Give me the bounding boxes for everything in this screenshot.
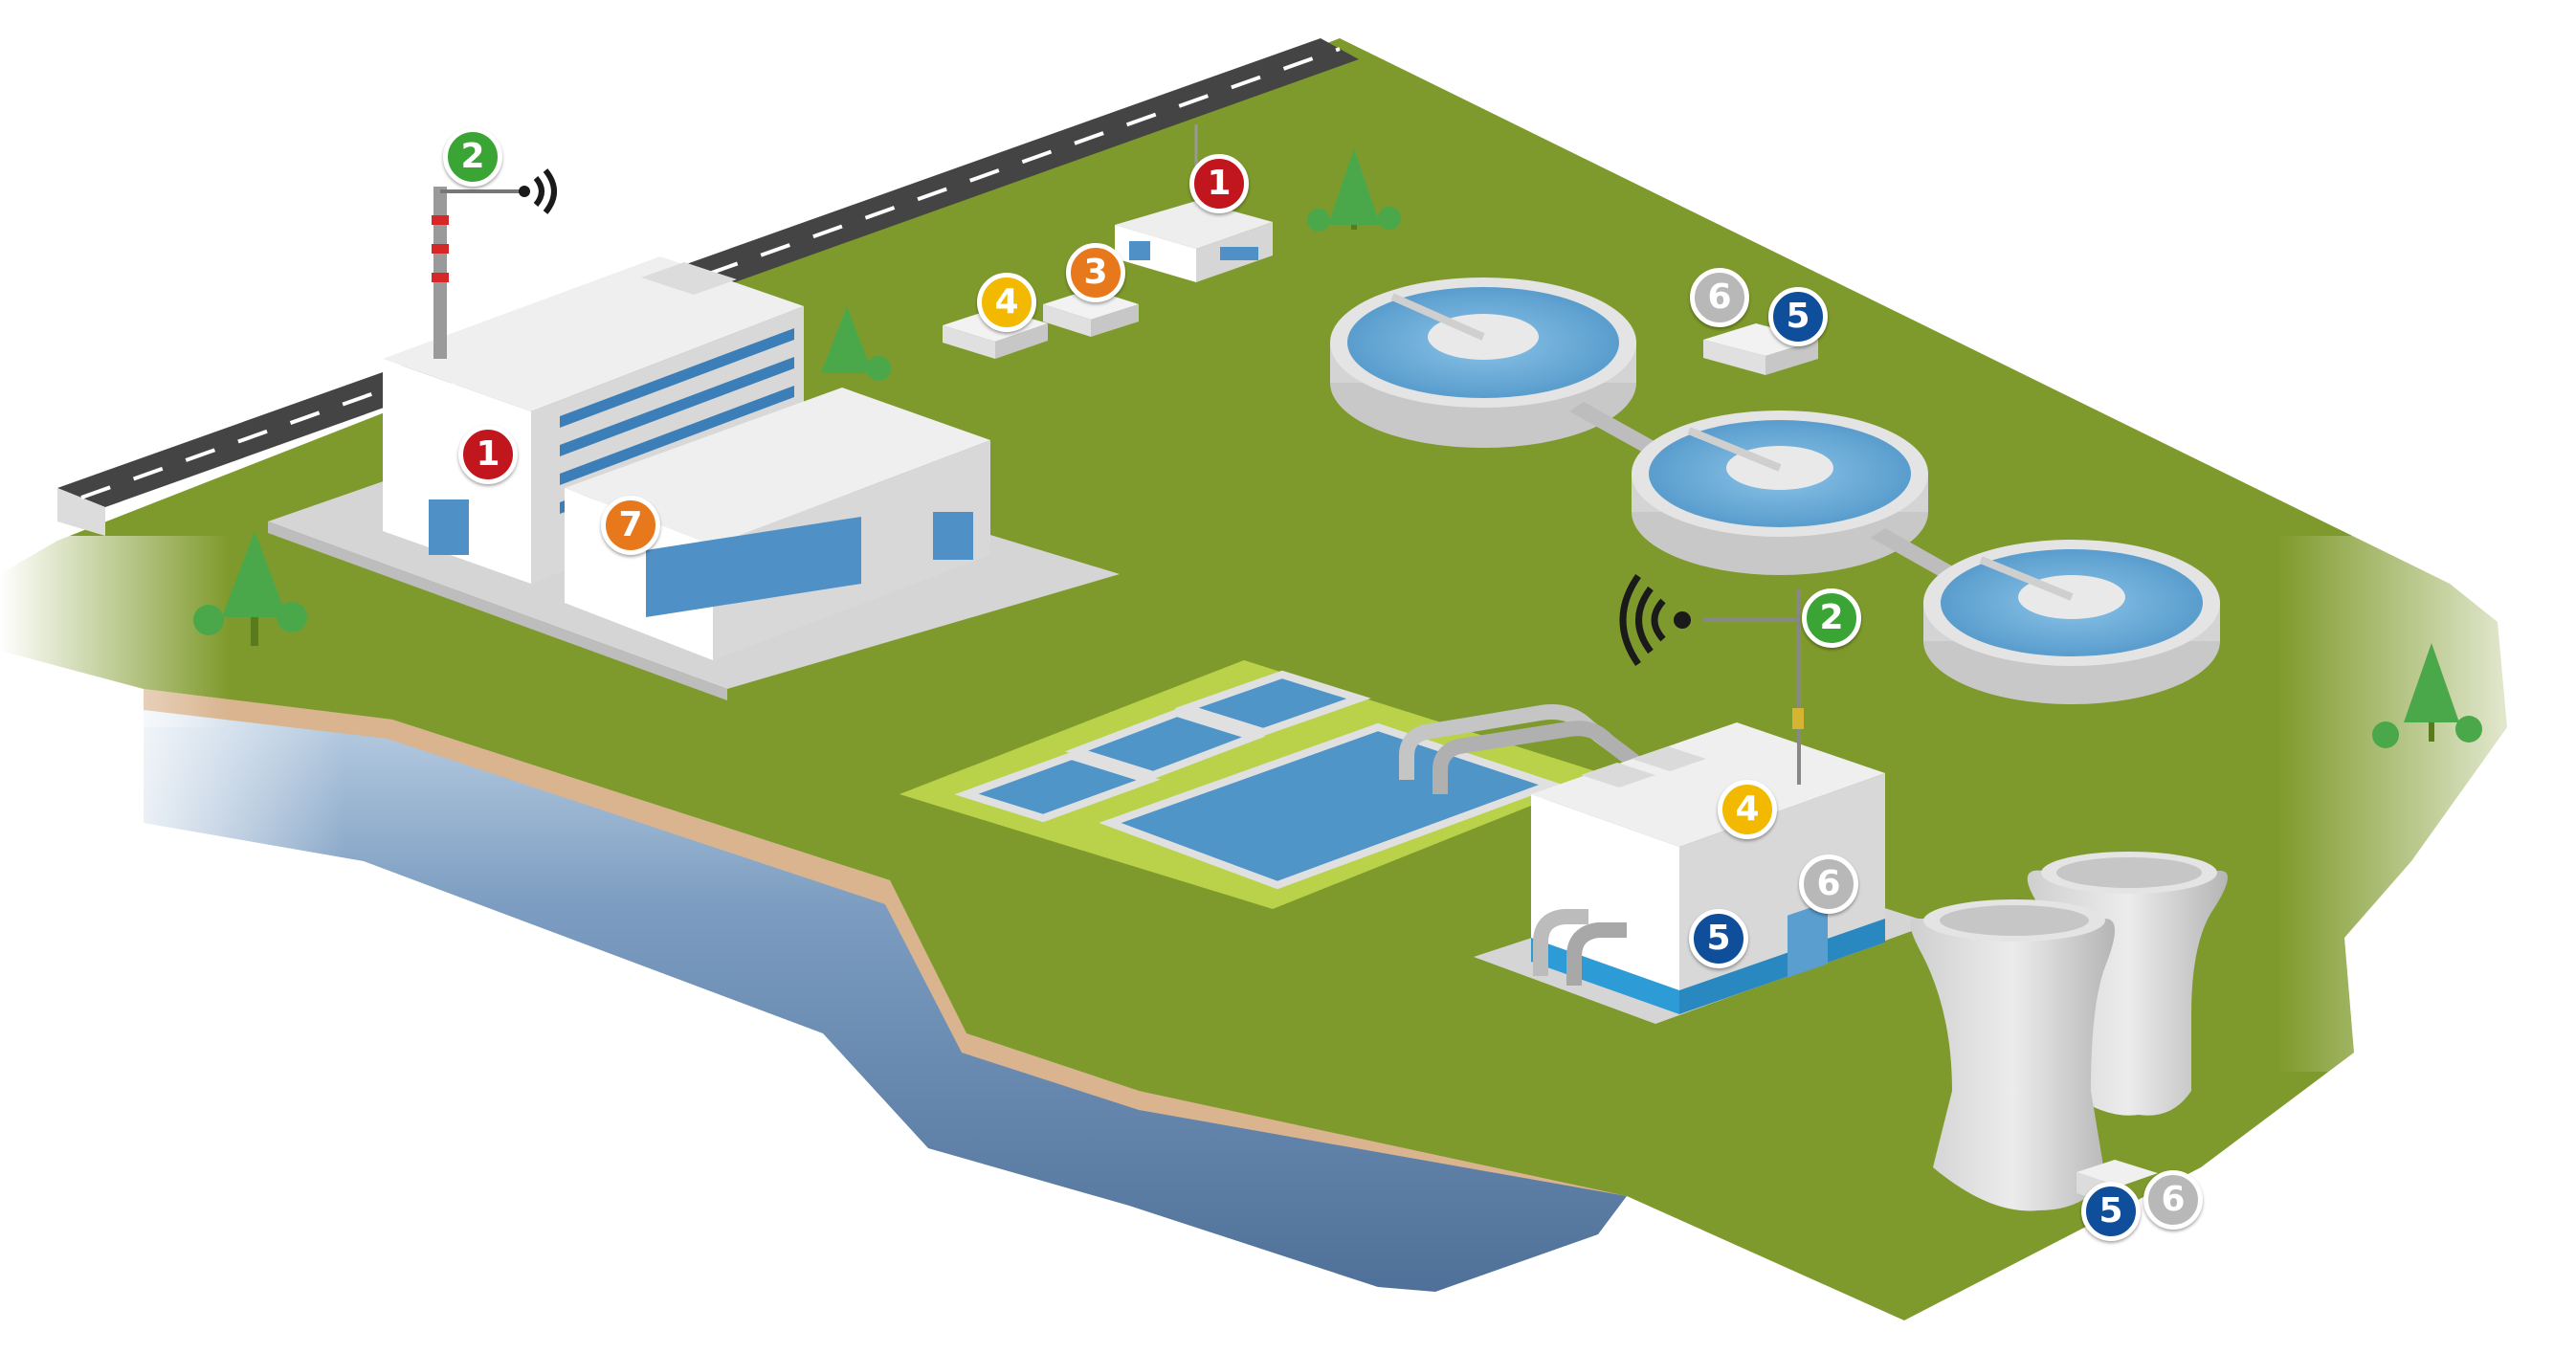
badge-number: 7 <box>618 505 643 544</box>
green-circle-badge: 2 <box>443 127 502 187</box>
blue-circle-badge: 5 <box>1768 287 1828 346</box>
badge-number: 6 <box>1707 277 1732 317</box>
badge-number: 1 <box>476 434 500 474</box>
trees <box>193 148 2482 748</box>
green-circle-badge: 2 <box>1802 588 1861 648</box>
clarifier-2 <box>1632 410 1928 575</box>
yellow-circle-badge: 4 <box>1718 780 1777 839</box>
badge-number: 6 <box>1816 864 1841 903</box>
badge-number: 2 <box>1819 598 1844 637</box>
main-office-building <box>268 187 1120 700</box>
tree-icon <box>193 531 307 646</box>
badge-number: 6 <box>2161 1180 2186 1219</box>
wireless-signal-icon <box>519 168 557 214</box>
grey-circle-badge: 6 <box>2143 1170 2203 1230</box>
blue-circle-badge: 5 <box>1689 909 1748 968</box>
cooling-towers <box>1910 852 2228 1211</box>
clarifier-3 <box>1923 540 2220 704</box>
badge-number: 1 <box>1207 164 1232 203</box>
badge-number: 2 <box>460 137 485 176</box>
yellow-circle-badge: 4 <box>977 273 1036 332</box>
tree-icon <box>1307 148 1401 232</box>
pipes <box>1399 704 1651 794</box>
tree-icon <box>2372 643 2482 748</box>
red-circle-badge: 1 <box>458 425 518 484</box>
clarifier-1 <box>1330 277 1636 448</box>
badge-number: 5 <box>1786 297 1810 336</box>
badge-number: 4 <box>994 282 1019 322</box>
grey-circle-badge: 6 <box>1690 268 1749 327</box>
clarifier-tanks <box>1330 277 2220 704</box>
badge-number: 3 <box>1083 253 1108 292</box>
badge-number: 5 <box>2099 1191 2123 1231</box>
grey-circle-badge: 6 <box>1799 854 1858 914</box>
badge-number: 5 <box>1706 919 1731 958</box>
badge-number: 4 <box>1735 789 1760 829</box>
wireless-signal-icon <box>1619 574 1691 666</box>
tree-icon <box>821 306 891 381</box>
clarifier-unit <box>1703 323 1818 375</box>
blue-circle-badge: 5 <box>2081 1182 2141 1241</box>
orange-circle-badge: 7 <box>601 496 660 555</box>
red-circle-badge: 1 <box>1189 154 1249 213</box>
small-control-building <box>1115 124 1273 282</box>
orange-circle-badge: 3 <box>1066 243 1125 302</box>
